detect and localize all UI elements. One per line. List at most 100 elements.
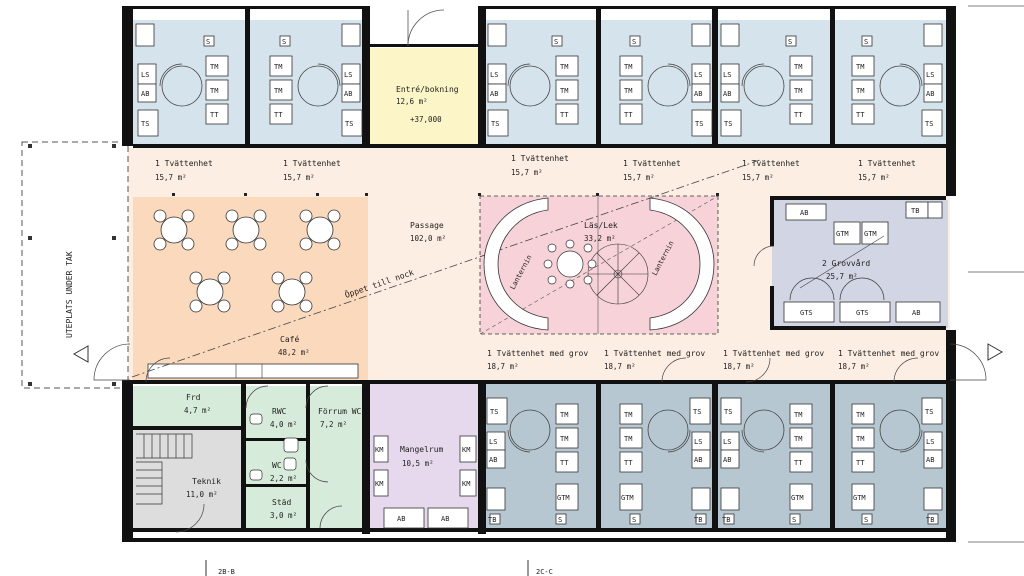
cafe-room: Café 48,2 m² bbox=[147, 193, 719, 379]
ridge-line bbox=[131, 159, 761, 378]
entrance-arrow-west bbox=[72, 345, 89, 363]
fixture-ls: LS bbox=[723, 71, 731, 79]
fixture-s: S bbox=[632, 38, 636, 46]
fixture-ab: AB bbox=[694, 456, 702, 464]
fixture-ab: AB bbox=[912, 309, 920, 317]
laundry-top-6-label: 1 Tvättenhet bbox=[858, 159, 916, 168]
fixture-ab: AB bbox=[344, 90, 352, 98]
fixture-ts: TS bbox=[490, 408, 498, 416]
rwc-label: RWC bbox=[272, 407, 287, 416]
fixture-ls: LS bbox=[141, 71, 149, 79]
fixture-km: KM bbox=[462, 446, 470, 454]
fixture-tm: TM bbox=[274, 63, 282, 71]
laundry-top-1-label: 1 Tvättenhet bbox=[155, 159, 213, 168]
laundry-top-5-label: 1 Tvättenhet bbox=[742, 159, 800, 168]
table-set-4 bbox=[189, 271, 231, 313]
fixture-tb: TB bbox=[911, 207, 919, 215]
wc-block-area bbox=[245, 386, 363, 530]
forrum-label: Förrum WC bbox=[318, 407, 362, 416]
fixture-ab: AB bbox=[441, 515, 449, 523]
fixture-ab: AB bbox=[723, 90, 731, 98]
fixture-tt: TT bbox=[856, 459, 865, 467]
fixture-gts: GTS bbox=[856, 309, 869, 317]
frd-area-value: 4,7 m² bbox=[184, 406, 211, 415]
cafe-counter bbox=[147, 363, 359, 379]
passage-area-value: 102,0 m² bbox=[410, 234, 446, 243]
fixture-s: S bbox=[558, 516, 562, 524]
fixture-tm: TM bbox=[624, 411, 632, 419]
fixture-gtm: GTM bbox=[853, 494, 866, 502]
walls bbox=[122, 6, 956, 542]
fixture-ls: LS bbox=[723, 438, 731, 446]
outdoor-terrace: UTEPLATS UNDER TAK bbox=[21, 141, 1004, 389]
fixture-tm: TM bbox=[624, 435, 632, 443]
laundry-top-6: LS AB TS TM TM TT S bbox=[851, 23, 943, 137]
fixture-ts: TS bbox=[925, 408, 933, 416]
grovvard-label: 2 Grovvård bbox=[822, 258, 870, 268]
play-table bbox=[543, 239, 597, 289]
fixture-tt: TT bbox=[794, 459, 803, 467]
fixture-ls: LS bbox=[926, 71, 934, 79]
section-label-c: 2C-C bbox=[536, 568, 553, 576]
fixture-ab: AB bbox=[490, 90, 498, 98]
fixture-gtm: GTM bbox=[791, 494, 804, 502]
fixture-tm: TM bbox=[794, 411, 802, 419]
fixture-tm: TM bbox=[560, 411, 568, 419]
fixture-km: KM bbox=[375, 480, 383, 488]
fixture-gts: GTS bbox=[800, 309, 813, 317]
fixture-ts: TS bbox=[724, 408, 732, 416]
fixture-tt: TT bbox=[560, 459, 569, 467]
teknik-area bbox=[133, 430, 241, 530]
fixture-tm: TM bbox=[856, 87, 864, 95]
laundry-bottom-2-label: 1 Tvättenhet med grov bbox=[604, 349, 705, 358]
fixture-tt: TT bbox=[210, 111, 219, 119]
fixture-s: S bbox=[788, 38, 792, 46]
fixture-tm: TM bbox=[624, 63, 632, 71]
laundry-bottom-2-area: 18,7 m² bbox=[604, 362, 636, 371]
fixture-tt: TT bbox=[560, 111, 569, 119]
forrum-area-value: 7,2 m² bbox=[320, 420, 347, 429]
table-set-3 bbox=[299, 209, 341, 251]
laundry-top-4: LS AB TS TM TM TT S bbox=[619, 23, 713, 137]
laundry-top-1-area: 15,7 m² bbox=[155, 173, 187, 182]
laundry-bottom-3: TS LS AB TB TM TM TT GTM S bbox=[720, 397, 813, 525]
fixture-ls: LS bbox=[694, 438, 702, 446]
frd-label: Frd bbox=[186, 393, 201, 402]
entry-room: Entré/bokning 12,6 m² +37,000 bbox=[396, 9, 459, 124]
fixture-ab: AB bbox=[926, 456, 934, 464]
fixture-ab: AB bbox=[800, 209, 808, 217]
laundry-top-3: LS AB TS TM TM TT S bbox=[487, 23, 579, 137]
fixture-s: S bbox=[282, 38, 286, 46]
section-label-b: 2B-B bbox=[218, 568, 235, 576]
fixture-s: S bbox=[792, 516, 796, 524]
laundry-bottom-4-area: 18,7 m² bbox=[838, 362, 870, 371]
entrance-arrow-east bbox=[987, 343, 1004, 361]
laundry-bottom-1-label: 1 Tvättenhet med grov bbox=[487, 349, 588, 358]
service-rooms: Frd 4,7 m² Teknik 11,0 m² RWC 4,0 m² WC … bbox=[136, 385, 362, 533]
fixture-tm: TM bbox=[794, 87, 802, 95]
fixture-ts: TS bbox=[695, 120, 703, 128]
fixture-ts: TS bbox=[491, 120, 499, 128]
fixture-tm: TM bbox=[624, 87, 632, 95]
stad-area-value: 3,0 m² bbox=[270, 511, 297, 520]
fixture-tb: TB bbox=[488, 516, 496, 524]
laundry-top-2: LS AB TS TM TM TT S bbox=[269, 23, 363, 137]
fixture-ts: TS bbox=[724, 120, 732, 128]
teknik-label: Teknik bbox=[192, 477, 221, 486]
fixture-tb: TB bbox=[722, 516, 730, 524]
fixture-s: S bbox=[864, 516, 868, 524]
laundry-bottom-3-label: 1 Tvättenhet med grov bbox=[723, 349, 824, 358]
fixture-ls: LS bbox=[490, 71, 498, 79]
entry-area-value: 12,6 m² bbox=[396, 97, 428, 106]
fixture-ab: AB bbox=[926, 90, 934, 98]
laundry-bottom-3-area: 18,7 m² bbox=[723, 362, 755, 371]
fixture-tm: TM bbox=[274, 87, 282, 95]
fixture-ls: LS bbox=[344, 71, 352, 79]
teknik-area-value: 11,0 m² bbox=[186, 490, 218, 499]
table-set-5 bbox=[271, 271, 313, 313]
spiral-stair bbox=[587, 243, 649, 305]
grovvard-room: AB GTM GTM TB GTS GTS AB 2 Grovvård 25,7… bbox=[753, 201, 943, 323]
fixture-tt: TT bbox=[624, 459, 633, 467]
fixture-tb: TB bbox=[926, 516, 934, 524]
table-set-1 bbox=[153, 209, 195, 251]
